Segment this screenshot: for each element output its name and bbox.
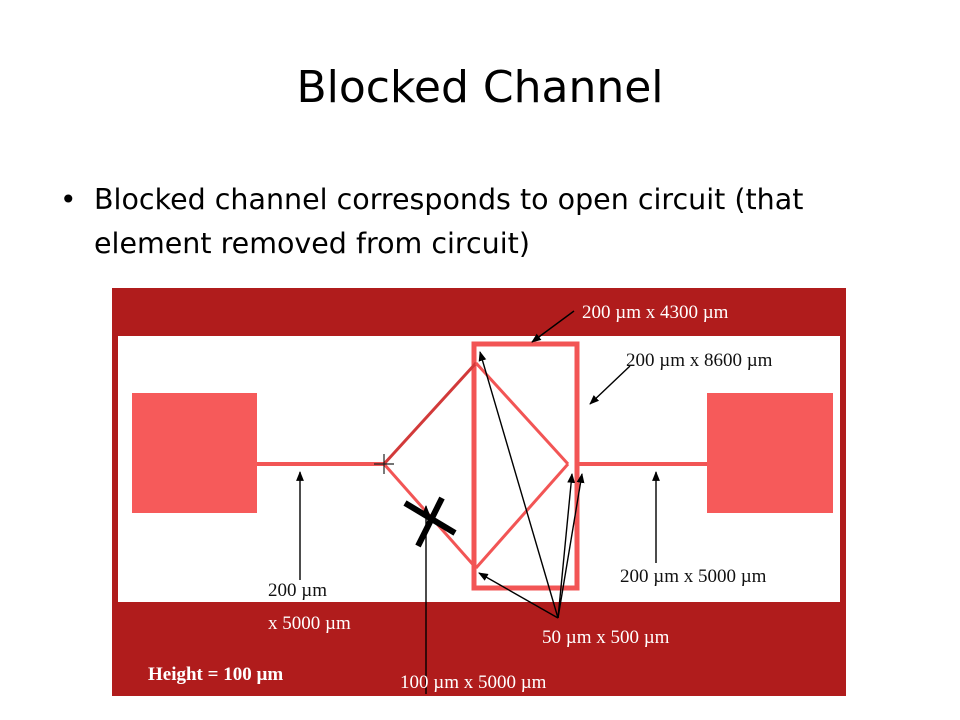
bullet-list: • Blocked channel corresponds to open ci… (58, 178, 908, 266)
right-reservoir (707, 393, 833, 513)
bullet-dot-icon: • (60, 183, 77, 216)
label-diagonals: 50 µm x 500 µm (542, 627, 670, 648)
label-bottom-channel: 100 µm x 5000 µm (400, 672, 547, 693)
slide-title: Blocked Channel (296, 62, 664, 113)
left-reservoir (132, 393, 257, 513)
diagonal-upper-right (474, 361, 570, 466)
arrow-diagonal-2 (478, 572, 559, 619)
arrow-top-channel (531, 310, 575, 343)
label-right-outlet: 200 µm x 5000 µm (620, 566, 767, 587)
label-left-inlet-1: 200 µm (268, 580, 327, 601)
label-height: Height = 100 µm (148, 664, 283, 685)
arrow-diagonal-3 (557, 473, 576, 619)
label-left-inlet-2: x 5000 µm (268, 613, 351, 634)
arrow-right-channel (589, 365, 631, 405)
arrow-diagonal-4 (557, 473, 585, 619)
bullet-item: • Blocked channel corresponds to open ci… (58, 178, 908, 266)
diagram-canvas: 200 µm x 4300 µm 200 µm x 8600 µm 200 µm… (112, 288, 846, 696)
arrow-diagonal-1 (478, 351, 559, 619)
microfluidic-diagram: 200 µm x 4300 µm 200 µm x 8600 µm 200 µm… (112, 288, 846, 696)
blocked-x-marker (403, 496, 457, 548)
diagonal-upper-left (382, 361, 478, 466)
loop-channel (471, 341, 580, 591)
label-right-channel: 200 µm x 8600 µm (626, 350, 773, 371)
label-top-channel: 200 µm x 4300 µm (582, 302, 729, 323)
bullet-text: Blocked channel corresponds to open circ… (94, 183, 804, 260)
diagonal-lower-right (474, 463, 570, 569)
